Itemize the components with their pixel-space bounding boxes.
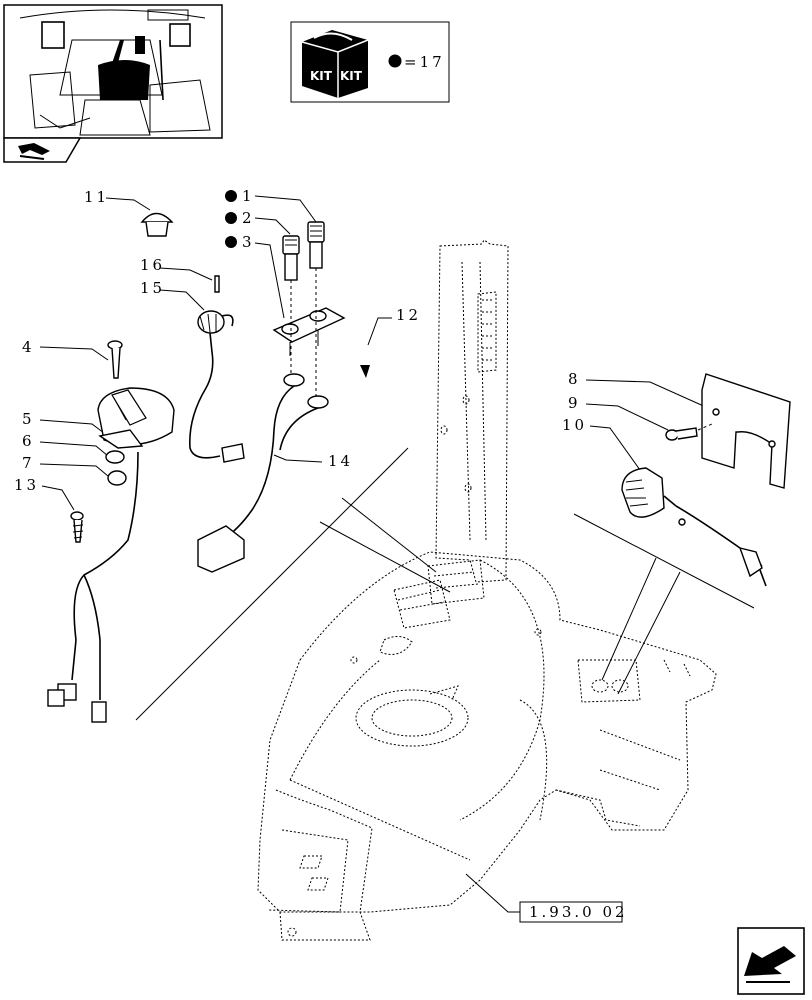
callout-number: 1: [242, 187, 255, 205]
callout-number: 9: [568, 394, 581, 412]
part-7-nut[interactable]: [107, 470, 127, 486]
callout-12[interactable]: 12: [367, 306, 421, 346]
kit-bullet-icon: [388, 54, 402, 68]
callout-number: 6: [22, 432, 35, 450]
part-14-harness[interactable]: [197, 373, 329, 573]
callout-8[interactable]: 8: [568, 370, 709, 409]
part-12-clip[interactable]: [360, 365, 370, 378]
part-4-screw[interactable]: [107, 340, 123, 379]
part-16-screw[interactable]: [214, 275, 220, 293]
part-3-bezel[interactable]: [272, 307, 346, 356]
part-15-harness[interactable]: [189, 310, 245, 463]
callout-number: 13: [14, 476, 39, 494]
callout-13[interactable]: 13: [14, 476, 75, 511]
cab-pillar: [435, 239, 509, 583]
kit-box-icon: KIT KIT: [301, 30, 369, 98]
callout-4[interactable]: 4: [22, 338, 109, 361]
instrument-console: [257, 551, 717, 941]
callout-6[interactable]: 6: [22, 432, 109, 457]
part-10-buzzer[interactable]: [621, 467, 767, 587]
thumbnail-tab: [3, 137, 82, 163]
part-9-screw[interactable]: [665, 423, 713, 441]
callout-number: 4: [22, 338, 35, 356]
kit-equals-value: =17: [404, 53, 445, 71]
callout-15[interactable]: 15: [140, 279, 205, 311]
callout-2[interactable]: 2: [225, 209, 291, 235]
callout-number: 16: [140, 256, 165, 274]
part-8-bracket[interactable]: [701, 373, 791, 489]
part-5-harness[interactable]: [47, 451, 139, 723]
next-page-arrow-icon[interactable]: [737, 927, 805, 995]
kit-label-left: KIT: [310, 69, 333, 83]
callout-9[interactable]: 9: [568, 394, 669, 431]
kit-label-right: KIT: [340, 69, 363, 83]
callout-3[interactable]: 3: [225, 233, 285, 319]
callout-number: 5: [22, 410, 35, 428]
reference-label: 1.93.0 02: [529, 903, 628, 921]
callout-number: 2: [242, 209, 255, 227]
callout-10[interactable]: 10: [562, 416, 641, 471]
callout-7[interactable]: 7: [22, 454, 109, 477]
cab-interior-thumbnail[interactable]: [3, 4, 223, 139]
part-3-dashed-guides: [290, 280, 317, 400]
callout-number: 7: [22, 454, 35, 472]
callout-number: 8: [568, 370, 581, 388]
part-2-knob[interactable]: [282, 235, 300, 292]
kit-bullet-icon: [225, 236, 237, 248]
callout-16[interactable]: 16: [140, 256, 213, 281]
part-5-socket[interactable]: [97, 387, 175, 449]
callout-number: 12: [396, 306, 421, 324]
kit-bullet-icon: [225, 212, 237, 224]
callout-number: 14: [328, 452, 353, 470]
callout-1[interactable]: 1: [225, 187, 317, 223]
callout-number: 11: [84, 188, 109, 206]
part-13-screw[interactable]: [70, 511, 84, 543]
callout-11[interactable]: 11: [84, 188, 151, 211]
callout-number: 15: [140, 279, 165, 297]
part-6-washer[interactable]: [105, 450, 125, 464]
callout-14[interactable]: 14: [273, 452, 353, 470]
kit-legend-box: KIT KIT =17: [290, 21, 450, 103]
arrow-folder-icon: [18, 143, 50, 160]
callout-number: 10: [562, 416, 587, 434]
part-1-knob[interactable]: [307, 221, 325, 280]
part-11-cap[interactable]: [140, 212, 174, 237]
reference-box[interactable]: 1.93.0 02: [465, 873, 628, 923]
detail-lines: [135, 447, 755, 721]
kit-bullet-icon: [225, 190, 237, 202]
callout-5[interactable]: 5: [22, 410, 109, 437]
callout-number: 3: [242, 233, 255, 251]
